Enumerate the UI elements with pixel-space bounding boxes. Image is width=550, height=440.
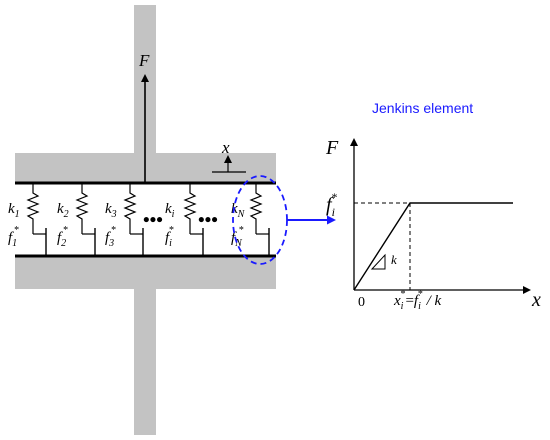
force-displacement-curve [353, 202, 513, 291]
spring-4 [183, 183, 197, 234]
slip-force-label-5: fN* [231, 225, 244, 249]
spring-2 [75, 183, 89, 234]
slip-force-label-3: f3* [105, 225, 116, 249]
slip-force-label-4: fi* [165, 225, 174, 249]
lower-rod [134, 289, 156, 435]
x-axis-label: x [531, 289, 541, 311]
slip-force-label-1: f1* [8, 225, 19, 249]
slope-triangle [370, 253, 386, 270]
stiffness-label-2: k2 [57, 201, 69, 220]
stiffness-label-4: ki [165, 201, 175, 220]
spring-1 [26, 183, 40, 234]
displacement-indicator [212, 155, 246, 173]
y-axis-label: F [325, 137, 339, 159]
spring-5 [249, 183, 263, 234]
yield-displacement-label: xi*=fi* / k [393, 289, 442, 312]
stiffness-label-1: k1 [8, 201, 20, 220]
force-label: F [138, 51, 150, 70]
spring-3 [123, 183, 137, 234]
ellipsis-dots-1: ••• [143, 210, 163, 231]
jenkins-element-4: ki fi* [165, 183, 204, 256]
plot-title: Jenkins element [372, 100, 473, 116]
slope-label: k [391, 252, 397, 267]
slip-force-label-2: f2* [57, 225, 68, 249]
stiffness-label-3: k3 [105, 201, 117, 220]
yield-force-label: fi* [326, 190, 337, 219]
ellipsis-dots-2: ••• [198, 210, 218, 231]
origin-label: 0 [358, 295, 365, 310]
displacement-label: x [221, 138, 230, 157]
jenkins-plot: Jenkins element F x 0 k fi* xi*=fi* / k [325, 100, 541, 312]
